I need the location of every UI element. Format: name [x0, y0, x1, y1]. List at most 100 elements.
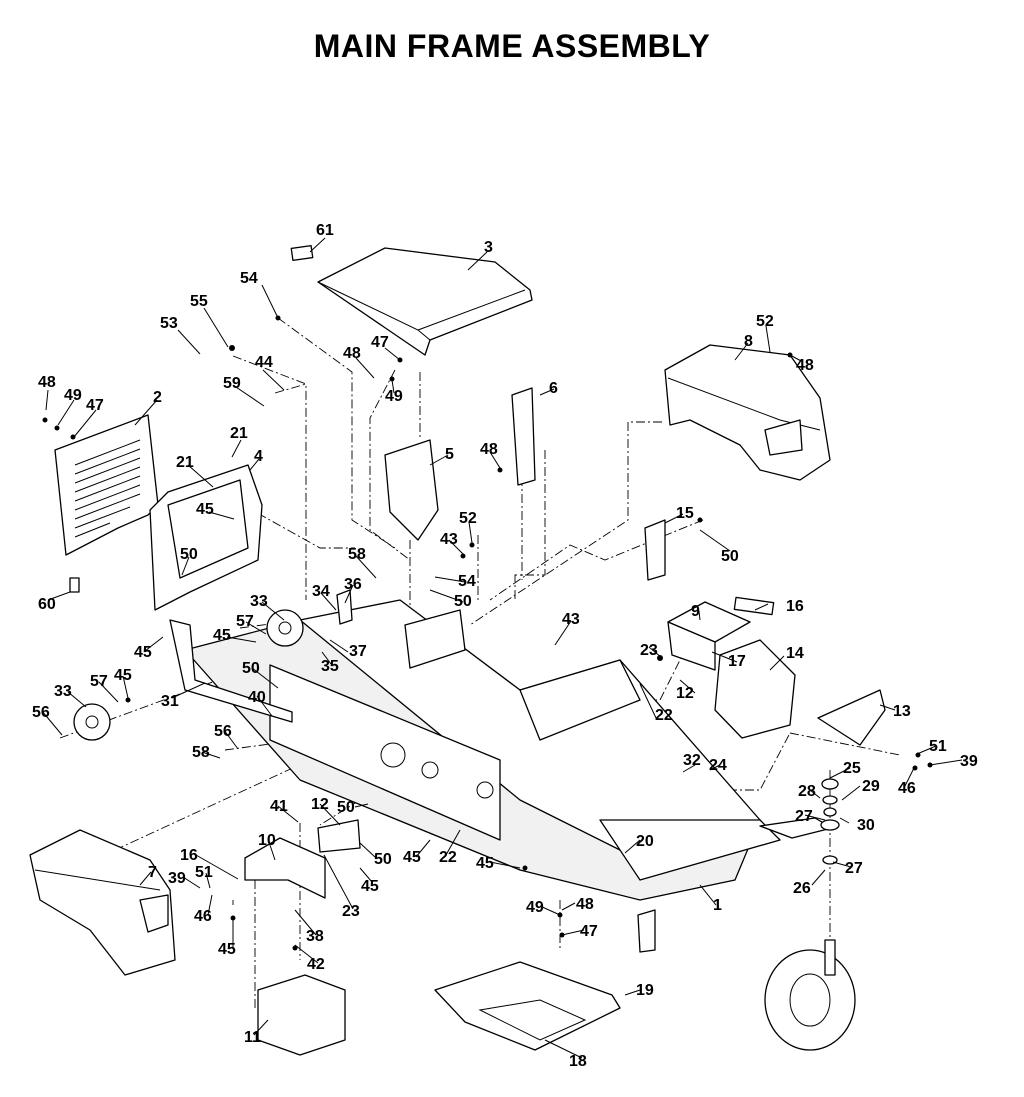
diagram-title: MAIN FRAME ASSEMBLY	[313, 28, 711, 64]
callout-48: 48	[576, 896, 594, 913]
callout-49: 49	[526, 899, 544, 916]
callout-1: 1	[713, 897, 722, 914]
callout-52: 52	[459, 510, 477, 527]
callout-59: 59	[223, 375, 241, 392]
callout-57: 57	[90, 673, 108, 690]
part-main-frame	[184, 599, 781, 953]
part-top-cover	[290, 245, 533, 356]
part-right-boxes	[667, 596, 886, 746]
callout-55: 55	[190, 293, 208, 310]
callout-12: 12	[676, 685, 694, 702]
callout-4: 4	[254, 448, 263, 465]
part-pulleys-and-rail	[73, 589, 353, 741]
callout-10: 10	[258, 832, 276, 849]
callout-32: 32	[683, 752, 701, 769]
leader-lines	[41, 237, 963, 1059]
callout-24: 24	[709, 757, 727, 774]
callout-46: 46	[194, 908, 212, 925]
callout-46: 46	[898, 780, 916, 797]
callout-16: 16	[786, 598, 804, 615]
part-caster-assembly	[759, 778, 856, 1051]
part-grille-panel	[54, 414, 159, 593]
part-right-fender	[664, 344, 831, 481]
callout-21: 21	[176, 454, 194, 471]
callout-56: 56	[214, 723, 232, 740]
callout-45: 45	[218, 941, 236, 958]
callout-47: 47	[86, 397, 104, 414]
callout-50: 50	[374, 851, 392, 868]
callout-48: 48	[796, 357, 814, 374]
callout-45: 45	[403, 849, 421, 866]
callout-11: 11	[244, 1029, 261, 1046]
part-brackets	[384, 387, 666, 581]
callout-49: 49	[64, 387, 82, 404]
callout-27: 27	[795, 808, 813, 825]
callout-6: 6	[549, 380, 558, 397]
callout-50: 50	[242, 660, 260, 677]
callout-26: 26	[793, 880, 811, 897]
callout-45: 45	[114, 667, 132, 684]
callout-52: 52	[756, 313, 774, 330]
callout-27: 27	[845, 860, 863, 877]
callout-54: 54	[240, 270, 258, 287]
callout-15: 15	[676, 505, 694, 522]
callout-43: 43	[440, 531, 458, 548]
callout-48: 48	[480, 441, 498, 458]
callout-41: 41	[270, 798, 288, 815]
callout-23: 23	[640, 642, 658, 659]
callout-13: 13	[893, 703, 911, 720]
callout-18: 18	[569, 1053, 587, 1070]
callout-50: 50	[454, 593, 472, 610]
callout-54: 54	[458, 573, 476, 590]
callout-50: 50	[721, 548, 739, 565]
callout-58: 58	[348, 546, 366, 563]
callout-17: 17	[728, 653, 746, 670]
callout-14: 14	[786, 645, 804, 662]
callout-45: 45	[213, 627, 231, 644]
callout-57: 57	[236, 613, 254, 630]
hardware-dots	[42, 315, 933, 951]
callout-31: 31	[161, 693, 179, 710]
callout-39: 39	[960, 753, 978, 770]
callout-56: 56	[32, 704, 50, 721]
part-left-fender	[29, 829, 176, 976]
callout-7: 7	[148, 864, 157, 881]
callout-33: 33	[250, 593, 268, 610]
callout-12: 12	[311, 796, 329, 813]
callout-50: 50	[337, 799, 355, 816]
callout-5: 5	[445, 446, 454, 463]
callout-44: 44	[255, 354, 273, 371]
callout-34: 34	[312, 583, 330, 600]
part-frame-bracket	[149, 464, 263, 611]
callout-9: 9	[691, 603, 700, 620]
callout-22: 22	[655, 707, 673, 724]
callout-48: 48	[38, 374, 56, 391]
callout-29: 29	[862, 778, 880, 795]
callout-33: 33	[54, 683, 72, 700]
callout-36: 36	[344, 576, 362, 593]
callout-labels: 61 3 54 55 53 47 48 49 44 59 48 49 47 2 …	[32, 222, 978, 1070]
callout-47: 47	[371, 334, 389, 351]
callout-22: 22	[439, 849, 457, 866]
callout-23: 23	[342, 903, 360, 920]
callout-19: 19	[636, 982, 654, 999]
callout-21: 21	[230, 425, 248, 442]
callout-42: 42	[307, 956, 325, 973]
callout-45: 45	[476, 855, 494, 872]
callout-51: 51	[929, 738, 947, 755]
callout-48: 48	[343, 345, 361, 362]
callout-16: 16	[180, 847, 198, 864]
callout-45: 45	[361, 878, 379, 895]
callout-35: 35	[321, 658, 339, 675]
callout-50: 50	[180, 546, 198, 563]
part-lower-brackets	[244, 819, 361, 1056]
callout-61: 61	[316, 222, 334, 239]
callout-25: 25	[843, 760, 861, 777]
callout-2: 2	[153, 389, 162, 406]
callout-3: 3	[484, 239, 493, 256]
callout-8: 8	[744, 333, 753, 350]
callout-51: 51	[195, 864, 213, 881]
callout-39: 39	[168, 870, 186, 887]
callout-30: 30	[857, 817, 875, 834]
